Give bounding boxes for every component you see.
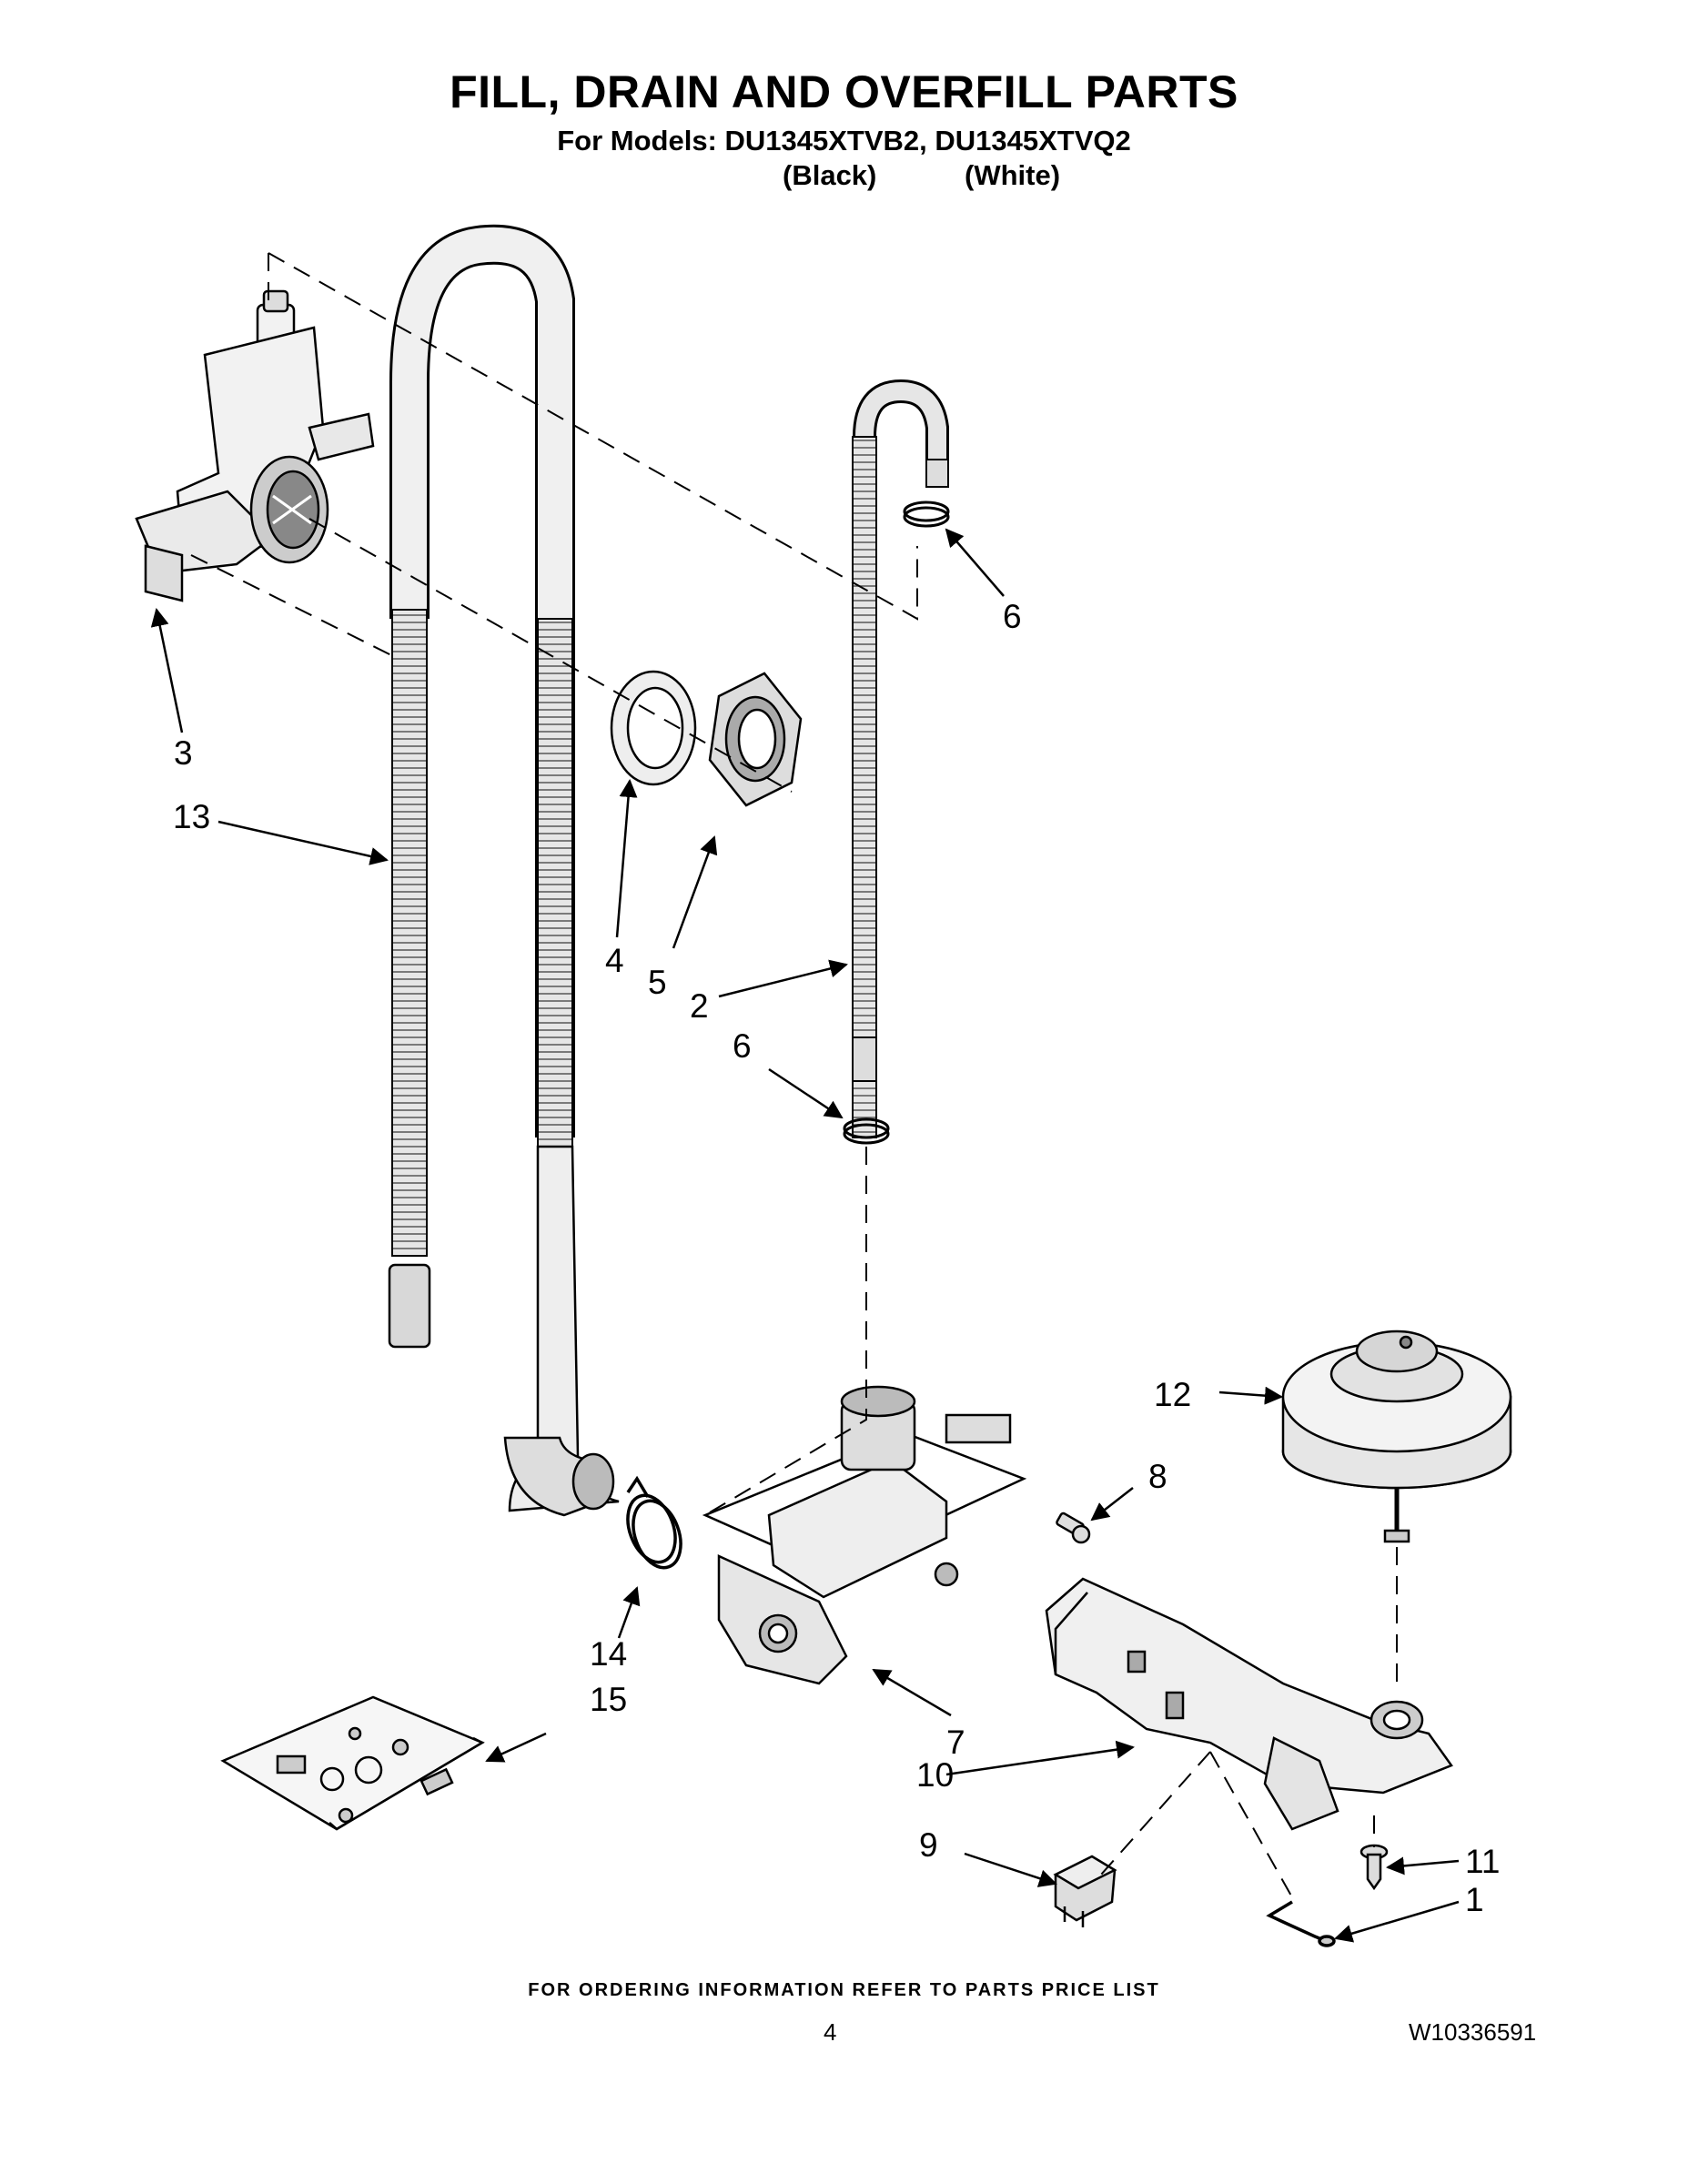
bracket-screw-part — [1359, 1844, 1389, 1891]
callout-14: 14 — [590, 1635, 627, 1673]
callout-labels: 3 13 4 5 2 6 6 12 8 14 15 7 10 9 11 1 — [173, 598, 1500, 1918]
switch-lever-part — [1266, 1900, 1336, 1947]
document-number: W10336591 — [1409, 2018, 1537, 2046]
callout-6-lower: 6 — [733, 1027, 752, 1065]
callout-7: 7 — [946, 1724, 965, 1761]
hose-clamp-lower — [843, 1117, 890, 1145]
callout-13: 13 — [173, 798, 210, 835]
overfill-float-part — [1281, 1330, 1512, 1543]
hose-clamp-upper — [903, 500, 950, 528]
color-white-label: (White) — [965, 159, 1061, 191]
callout-3: 3 — [174, 734, 193, 772]
page-number: 4 — [824, 2018, 837, 2046]
drain-hose-clamp — [626, 1475, 682, 1570]
callout-6-upper: 6 — [1003, 598, 1022, 635]
callout-11: 11 — [1465, 1843, 1500, 1880]
fill-hose-part — [852, 379, 949, 1138]
models-line: For Models: DU1345XTVB2, DU1345XTVQ2 — [557, 125, 1131, 157]
float-switch-part — [1053, 1855, 1117, 1927]
callout-4: 4 — [605, 942, 624, 979]
callout-5: 5 — [648, 964, 667, 1001]
callout-10: 10 — [916, 1756, 954, 1794]
callout-8: 8 — [1148, 1458, 1167, 1495]
callout-15: 15 — [590, 1681, 627, 1718]
nut-part — [708, 672, 803, 807]
valve-screw-part — [1056, 1512, 1091, 1544]
color-black-label: (Black) — [783, 159, 877, 191]
parts-bag — [220, 1695, 485, 1831]
callout-2: 2 — [690, 987, 709, 1025]
drain-hose-part — [388, 224, 620, 1517]
assembly-lines — [190, 252, 1398, 1898]
leader-lines — [150, 528, 1460, 1943]
vent-bracket-part — [135, 289, 375, 602]
callout-1: 1 — [1465, 1881, 1484, 1918]
water-valve-part — [702, 1385, 1027, 1685]
washer-part — [610, 670, 697, 786]
callout-9: 9 — [919, 1826, 938, 1864]
float-bracket-part — [1045, 1577, 1453, 1831]
ordering-note: FOR ORDERING INFORMATION REFER TO PARTS … — [528, 1980, 1160, 2000]
callout-12: 12 — [1154, 1376, 1191, 1413]
page-title: FILL, DRAIN AND OVERFILL PARTS — [450, 66, 1238, 117]
